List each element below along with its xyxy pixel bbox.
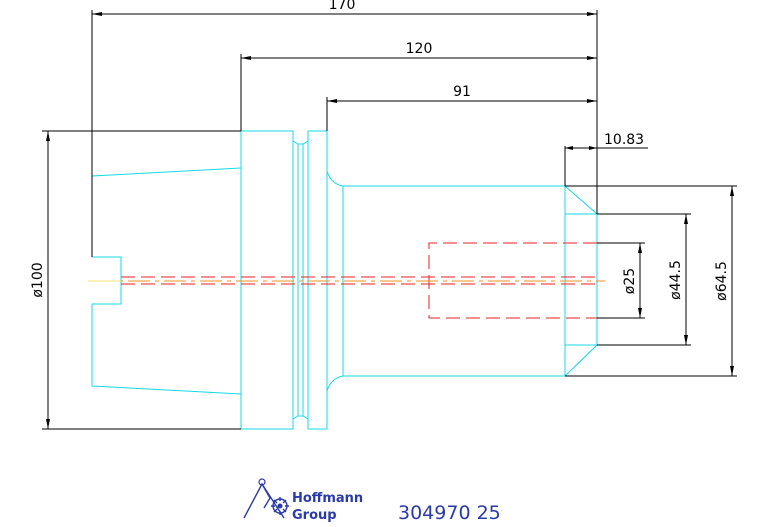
brand-line2: Group bbox=[292, 508, 337, 523]
dim-120-label: 120 bbox=[406, 41, 433, 57]
dim-170-label: 170 bbox=[329, 0, 356, 13]
dim-91-label: 91 bbox=[453, 84, 471, 100]
groove-top bbox=[292, 131, 309, 145]
part-outline bbox=[91, 130, 598, 430]
dimension-lines bbox=[42, 10, 737, 430]
brand-line1: Hoffmann bbox=[292, 491, 363, 506]
dim-dia25-label: ø25 bbox=[622, 268, 638, 294]
groove-bottom bbox=[292, 415, 309, 429]
dim-dia44-label: ø44.5 bbox=[668, 260, 684, 300]
dim-dia64-label: ø64.5 bbox=[714, 261, 730, 301]
hoffmann-logo: Hoffmann Group bbox=[243, 478, 363, 523]
dim-dia100-label: ø100 bbox=[30, 262, 46, 297]
front-chamfer bbox=[564, 185, 598, 377]
dim-10-83-label: 10.83 bbox=[604, 132, 644, 148]
collar-ring bbox=[307, 130, 328, 430]
gear-icon bbox=[271, 497, 289, 515]
part-number: 304970 25 bbox=[398, 502, 501, 523]
flange-body bbox=[240, 130, 294, 430]
